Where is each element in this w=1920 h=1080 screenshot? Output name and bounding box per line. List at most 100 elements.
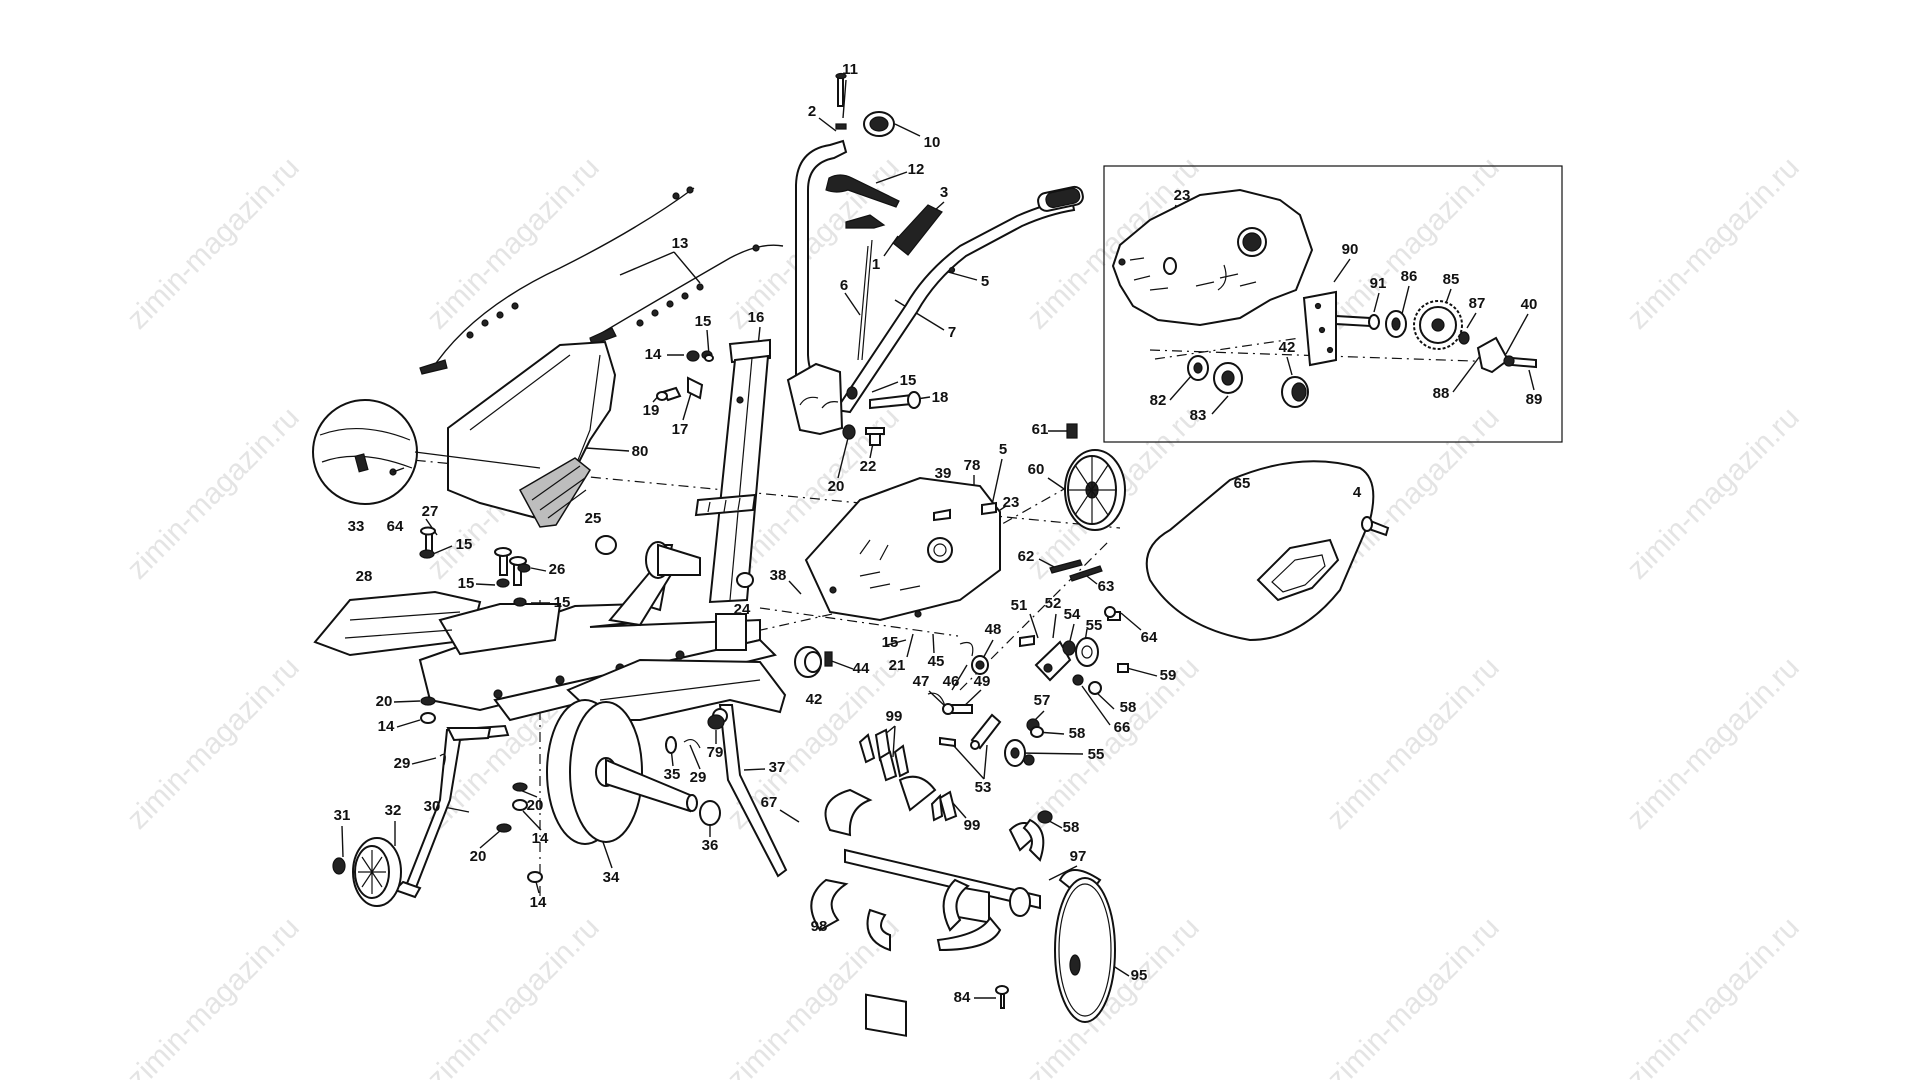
callout-label-3: 3 <box>940 184 948 201</box>
callout-label-22: 22 <box>860 458 877 475</box>
callout-label-58: 58 <box>1120 699 1137 716</box>
callout-label-48: 48 <box>985 621 1002 638</box>
inset-frame <box>1103 165 1563 443</box>
callout-label-28: 28 <box>356 568 373 585</box>
callout-label-58: 58 <box>1063 819 1080 836</box>
callout-label-11: 11 <box>842 61 858 78</box>
callout-label-52: 52 <box>1045 595 1062 612</box>
watermark-text: zimin-magazin.ru <box>1621 651 1806 836</box>
tensioner-assembly <box>794 634 1129 824</box>
callout-label-88: 88 <box>1433 385 1450 402</box>
callout-label-4: 4 <box>1353 484 1362 501</box>
callout-label-91: 91 <box>1370 275 1387 292</box>
callout-label-7: 7 <box>948 324 956 341</box>
rear-fender <box>313 590 562 657</box>
callout-label-60: 60 <box>1028 461 1045 478</box>
callout-label-97: 97 <box>1070 848 1087 865</box>
callout-label-20: 20 <box>470 848 487 865</box>
callout-label-42: 42 <box>1279 339 1296 356</box>
callout-label-55: 55 <box>1088 746 1105 763</box>
inset-bracket <box>1187 290 1537 408</box>
engine-shroud <box>447 340 617 528</box>
callout-label-15: 15 <box>456 536 473 553</box>
callout-label-14: 14 <box>530 894 547 911</box>
callout-label-1: 1 <box>872 256 880 273</box>
callout-label-12: 12 <box>908 161 925 178</box>
callout-label-59: 59 <box>1160 667 1177 684</box>
callout-label-64: 64 <box>387 518 404 535</box>
callout-label-55: 55 <box>1086 617 1103 634</box>
callout-label-18: 18 <box>932 389 949 406</box>
callout-label-25: 25 <box>585 510 602 527</box>
callout-label-39: 39 <box>935 465 952 482</box>
callout-label-14: 14 <box>532 830 549 847</box>
callout-label-79: 79 <box>707 744 724 761</box>
handlebar-assembly <box>786 139 1084 436</box>
callout-label-62: 62 <box>1018 548 1035 565</box>
callout-label-33: 33 <box>348 518 365 535</box>
callout-label-35: 35 <box>664 766 681 783</box>
callout-label-29: 29 <box>394 755 411 772</box>
callout-label-90: 90 <box>1342 241 1359 258</box>
callout-label-78: 78 <box>964 457 981 474</box>
column-tube <box>694 338 771 604</box>
watermark-text: zimin-magazin.ru <box>1321 911 1506 1080</box>
callout-label-58: 58 <box>1069 725 1086 742</box>
callout-label-66: 66 <box>1114 719 1131 736</box>
callout-label-14: 14 <box>378 718 395 735</box>
callout-label-15: 15 <box>458 575 475 592</box>
callout-label-37: 37 <box>769 759 786 776</box>
callout-label-16: 16 <box>748 309 765 326</box>
callout-label-23: 23 <box>1003 494 1020 511</box>
callout-label-20: 20 <box>828 478 845 495</box>
watermark-text: zimin-magazin.ru <box>721 151 906 336</box>
callout-label-54: 54 <box>1064 606 1081 623</box>
callout-label-46: 46 <box>943 673 960 690</box>
callout-label-15: 15 <box>882 634 899 651</box>
callout-label-6: 6 <box>840 277 848 294</box>
detail-callout <box>312 399 541 505</box>
side-disc <box>995 877 1116 1023</box>
watermark-text: zimin-magazin.ru <box>421 911 606 1080</box>
pulley <box>1049 449 1126 582</box>
watermark-text: zimin-magazin.ru <box>121 911 306 1080</box>
throttle-lever <box>825 72 900 208</box>
callout-label-26: 26 <box>549 561 566 578</box>
tine-pins <box>858 728 958 822</box>
drive-disc <box>546 541 701 845</box>
callout-label-61: 61 <box>1032 421 1049 438</box>
callout-label-45: 45 <box>928 653 945 670</box>
callout-label-2: 2 <box>808 103 816 120</box>
callout-label-80: 80 <box>632 443 649 460</box>
callout-label-38: 38 <box>770 567 787 584</box>
callout-label-36: 36 <box>702 837 719 854</box>
callout-label-19: 19 <box>643 402 660 419</box>
callout-label-83: 83 <box>1190 407 1207 424</box>
callout-label-53: 53 <box>975 779 992 796</box>
callout-label-49: 49 <box>974 673 991 690</box>
callout-label-32: 32 <box>385 802 402 819</box>
callout-label-23: 23 <box>1174 187 1191 204</box>
leader-lines <box>341 79 1535 999</box>
watermark-text: zimin-magazin.ru <box>121 151 306 336</box>
callout-label-15: 15 <box>900 372 917 389</box>
callout-label-27: 27 <box>422 503 439 520</box>
callout-label-31: 31 <box>334 807 351 824</box>
callout-label-63: 63 <box>1098 578 1115 595</box>
callout-label-21: 21 <box>889 657 906 674</box>
callout-label-5: 5 <box>981 273 989 290</box>
callout-label-42: 42 <box>806 691 823 708</box>
callout-label-47: 47 <box>913 673 930 690</box>
callout-label-87: 87 <box>1469 295 1486 312</box>
callout-label-82: 82 <box>1150 392 1167 409</box>
callout-label-30: 30 <box>424 798 441 815</box>
callout-label-40: 40 <box>1521 296 1538 313</box>
callout-label-89: 89 <box>1526 391 1543 408</box>
callout-label-29: 29 <box>690 769 707 786</box>
watermark-text: zimin-magazin.ru <box>1321 651 1506 836</box>
callout-label-86: 86 <box>1401 268 1418 285</box>
fasteners-main <box>419 350 1078 883</box>
